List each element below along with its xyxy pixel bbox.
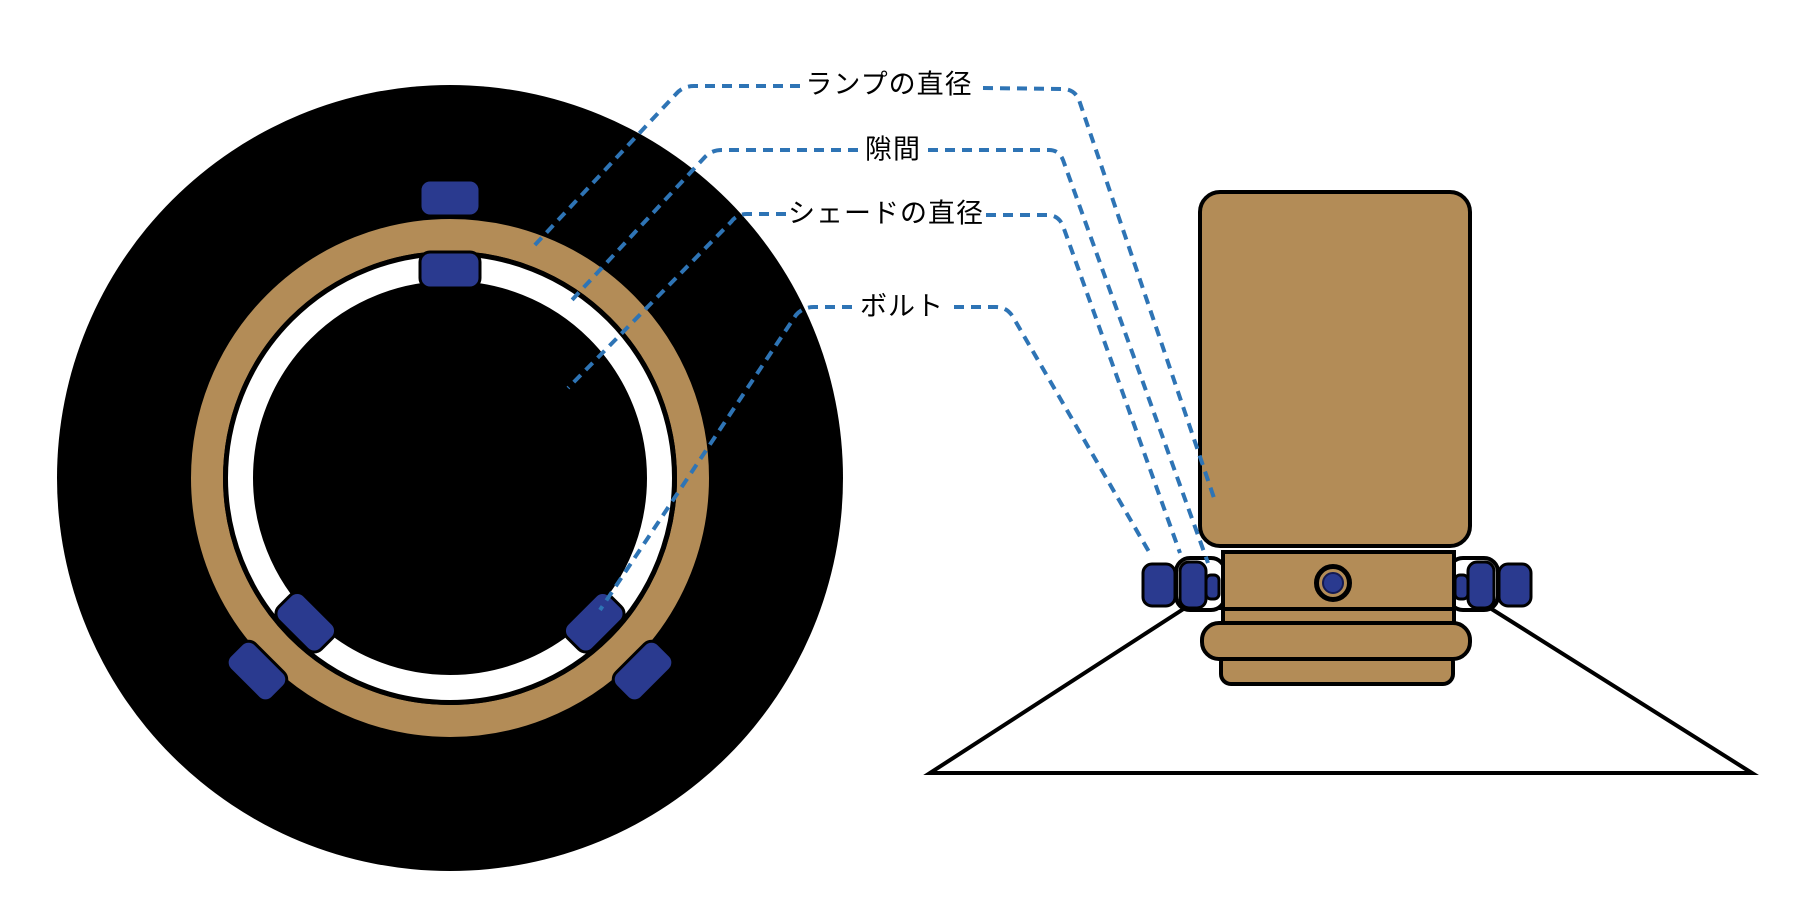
bolt-inner xyxy=(562,590,626,654)
label-gap: 隙間 xyxy=(865,134,921,165)
shade-top-view xyxy=(57,85,843,871)
label-lamp-diameter: ランプの直径 xyxy=(805,69,973,100)
leader-lamp-diameter-right xyxy=(982,86,1216,499)
fitter-collar xyxy=(1200,621,1472,661)
bolt-head-right xyxy=(1497,562,1533,608)
bolt-tip-left xyxy=(1204,573,1221,601)
bolt-tip-right xyxy=(1453,573,1470,601)
set-screw xyxy=(1322,572,1344,594)
label-shade-diameter: シェードの直径 xyxy=(788,198,984,229)
leader-bolt-left xyxy=(598,305,852,612)
bolt-head-left xyxy=(1141,562,1177,608)
bolt-shaft-right xyxy=(1466,560,1496,610)
leader-shade-diameter-right xyxy=(986,213,1182,554)
lamp-side-view xyxy=(923,190,1759,775)
lamp-body xyxy=(1198,190,1472,548)
bolt-pair-top xyxy=(418,178,482,290)
bolt-pair-lower-left xyxy=(225,590,338,703)
fitter-ring xyxy=(191,219,709,737)
bolt-pair-lower-right xyxy=(562,590,675,703)
bolt-shaft-left xyxy=(1178,560,1208,610)
bolt-outer xyxy=(611,639,675,703)
leader-shade-diameter-left xyxy=(566,212,786,390)
bolt-outer xyxy=(418,178,482,218)
set-screw-ring xyxy=(1314,564,1352,602)
leader-gap-left xyxy=(570,148,858,302)
bolt-inner xyxy=(274,590,338,654)
leader-lamp-diameter-left xyxy=(531,84,800,249)
label-bolt: ボルト xyxy=(860,291,944,322)
bolt-inner xyxy=(418,250,482,290)
leader-lines xyxy=(531,84,1216,612)
leader-bolt-right xyxy=(954,305,1154,559)
leader-gap-right xyxy=(928,148,1210,564)
bolt-outer xyxy=(225,639,289,703)
